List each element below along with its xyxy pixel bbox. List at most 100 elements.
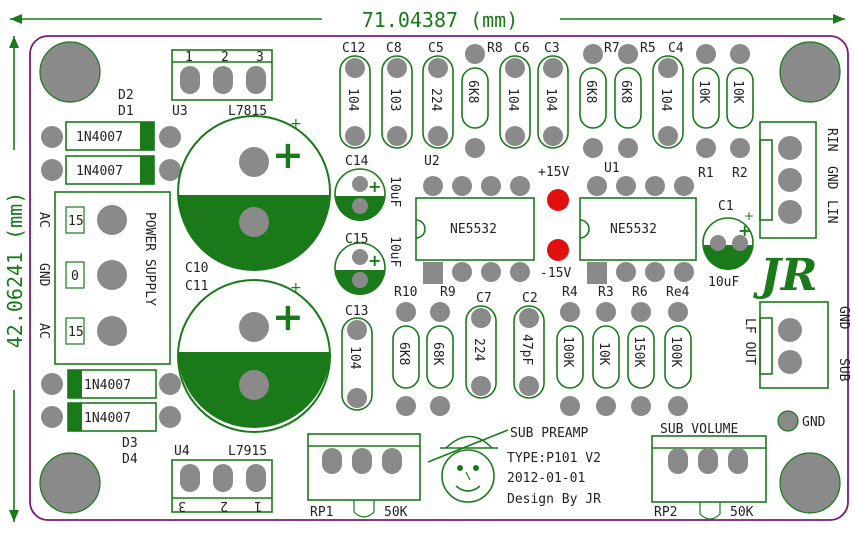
- bottom-r6: R6 150K: [627, 285, 655, 416]
- regulator-u3: 1 2 3 U3 L7815: [171, 49, 273, 119]
- svg-text:R3: R3: [598, 285, 614, 300]
- svg-text:6K8: 6K8: [396, 342, 411, 365]
- ic-u2: U2 NE5532: [415, 154, 535, 284]
- svg-text:D4: D4: [122, 452, 138, 467]
- svg-text:R1: R1: [698, 166, 714, 181]
- svg-text:+15V: +15V: [538, 165, 569, 180]
- svg-text:C1: C1: [718, 199, 734, 214]
- svg-text:RP2: RP2: [654, 505, 677, 520]
- capacitor-c15: C15 + 10uF: [334, 232, 402, 295]
- diode-d2-d1: D2 D1 1N4007 1N4007: [41, 88, 181, 185]
- svg-text:C11: C11: [185, 279, 208, 294]
- width-label: 71.04387 (mm): [362, 8, 519, 32]
- capacitor-c14: C14 + 10uF: [334, 154, 402, 221]
- capacitor-c11: C11 + +: [177, 279, 331, 433]
- title-line-2: TYPE:P101 V2: [507, 451, 601, 466]
- svg-text:104: 104: [345, 88, 360, 112]
- top-c3: C3 104: [537, 41, 569, 149]
- output-connector: LF OUT GND SUB: [742, 301, 851, 389]
- svg-text:C13: C13: [345, 304, 368, 319]
- top-c8: C8 103: [381, 41, 413, 149]
- top-c12: C12 104: [339, 41, 371, 149]
- top-r5: R5 6K8: [614, 41, 656, 158]
- potentiometer-rp1: RP1 50K: [307, 433, 421, 520]
- svg-text:1N4007: 1N4007: [84, 411, 131, 426]
- title-line-4: Design By JR: [507, 492, 601, 507]
- svg-text:3: 3: [178, 498, 186, 513]
- svg-text:50K: 50K: [730, 505, 754, 520]
- svg-text:10uF: 10uF: [387, 176, 402, 207]
- svg-text:+: +: [744, 209, 754, 223]
- svg-text:L7915: L7915: [228, 444, 267, 459]
- width-dimension: 71.04387 (mm): [10, 8, 845, 32]
- svg-text:C14: C14: [345, 154, 369, 169]
- svg-text:15: 15: [68, 214, 84, 229]
- mount-hole-top-right: [779, 41, 841, 103]
- svg-text:224: 224: [471, 338, 486, 362]
- svg-text:C3: C3: [544, 41, 560, 56]
- svg-text:1N4007: 1N4007: [76, 130, 123, 145]
- svg-text:10uF: 10uF: [387, 236, 402, 267]
- svg-text:NE5532: NE5532: [610, 222, 657, 237]
- bottom-c13: C13 104: [341, 304, 373, 411]
- svg-text:104: 104: [658, 88, 673, 112]
- svg-text:RIN: RIN: [824, 128, 839, 151]
- svg-text:LIN: LIN: [824, 200, 839, 223]
- svg-text:150K: 150K: [631, 336, 646, 367]
- power-supply-connector: 15 0 15 POWER SUPPLY AC GND AC: [36, 191, 171, 365]
- svg-text:D2: D2: [118, 88, 134, 103]
- svg-text:1: 1: [185, 50, 193, 65]
- svg-text:D3: D3: [122, 436, 138, 451]
- svg-text:10K: 10K: [596, 342, 611, 366]
- diode-d3-d4: 1N4007 1N4007 D3 D4: [41, 369, 181, 467]
- svg-text:GND: GND: [824, 166, 839, 190]
- led-plus15: +15V: [538, 165, 569, 211]
- svg-text:100K: 100K: [560, 336, 575, 367]
- svg-text:10K: 10K: [730, 80, 745, 104]
- svg-text:104: 104: [505, 88, 520, 112]
- svg-text:C12: C12: [342, 41, 365, 56]
- svg-text:C10: C10: [185, 261, 208, 276]
- title-block: SUB PREAMP TYPE:P101 V2 2012-01-01 Desig…: [507, 426, 601, 507]
- svg-text:2: 2: [221, 50, 229, 65]
- svg-text:+: +: [272, 295, 304, 339]
- svg-text:R6: R6: [632, 285, 648, 300]
- svg-text:1: 1: [254, 498, 262, 513]
- svg-text:U3: U3: [172, 104, 188, 119]
- svg-text:-15V: -15V: [540, 266, 571, 281]
- svg-text:C7: C7: [476, 291, 492, 306]
- bottom-r9: R9 68K: [426, 285, 456, 416]
- bottom-c2: C2 47pF: [513, 291, 545, 399]
- top-c5: C5 224: [422, 41, 454, 149]
- bottom-component-row: C13 104 R10 6K8 R9 68K C7 224: [341, 285, 692, 416]
- svg-text:SUB: SUB: [836, 358, 851, 382]
- mount-hole-top-left: [39, 41, 101, 103]
- bottom-c7: C7 224: [465, 291, 497, 399]
- svg-text:47pF: 47pF: [519, 334, 534, 365]
- svg-text:NE5532: NE5532: [450, 222, 497, 237]
- top-r7: R7 6K8: [579, 41, 620, 158]
- led-minus15: -15V: [540, 239, 571, 281]
- gnd-test-pad: GND: [777, 410, 826, 432]
- mount-hole-bottom-right: [779, 452, 841, 514]
- svg-text:C5: C5: [428, 41, 444, 56]
- svg-text:POWER SUPPLY: POWER SUPPLY: [142, 212, 157, 306]
- svg-text:Re4: Re4: [666, 285, 690, 300]
- svg-text:+: +: [290, 280, 302, 296]
- svg-text:AC: AC: [36, 323, 51, 339]
- svg-text:RP1: RP1: [310, 505, 333, 520]
- svg-text:6K8: 6K8: [583, 80, 598, 103]
- svg-text:+: +: [738, 221, 751, 240]
- capacitor-c1: C1 + 10uF: [702, 199, 754, 290]
- svg-text:104: 104: [543, 88, 558, 112]
- top-component-row: C12 104 C8 103 C5 224 R8 6K8: [339, 41, 754, 181]
- svg-text:GND: GND: [836, 306, 851, 330]
- svg-text:2: 2: [220, 498, 228, 513]
- svg-text:R9: R9: [440, 285, 456, 300]
- svg-text:+: +: [368, 251, 381, 270]
- bottom-re4: Re4 100K: [664, 285, 692, 416]
- mount-hole-bottom-left: [39, 452, 101, 514]
- svg-text:U1: U1: [604, 161, 620, 176]
- top-r2: 10K R2: [726, 44, 754, 181]
